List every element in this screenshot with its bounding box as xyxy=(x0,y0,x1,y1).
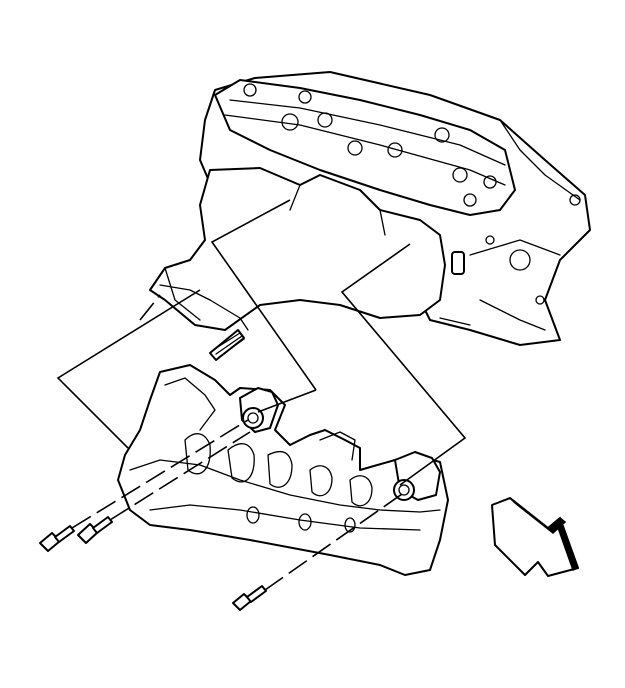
exhaust-port-outlines xyxy=(184,433,373,533)
arrow-down-right-icon xyxy=(491,497,579,577)
exhaust-manifold xyxy=(117,364,449,576)
bolt-alignment-lines xyxy=(71,294,403,591)
manifold-bolt-left-outer xyxy=(39,525,75,552)
manifold-bolt-left-inner xyxy=(77,516,113,544)
heat-shield xyxy=(149,167,446,331)
heat-shield-bolt xyxy=(209,329,245,361)
manifold-bolt-lower xyxy=(232,585,267,611)
callout-leader-lines xyxy=(56,199,467,486)
valve-cover-bolt-holes xyxy=(243,83,497,207)
